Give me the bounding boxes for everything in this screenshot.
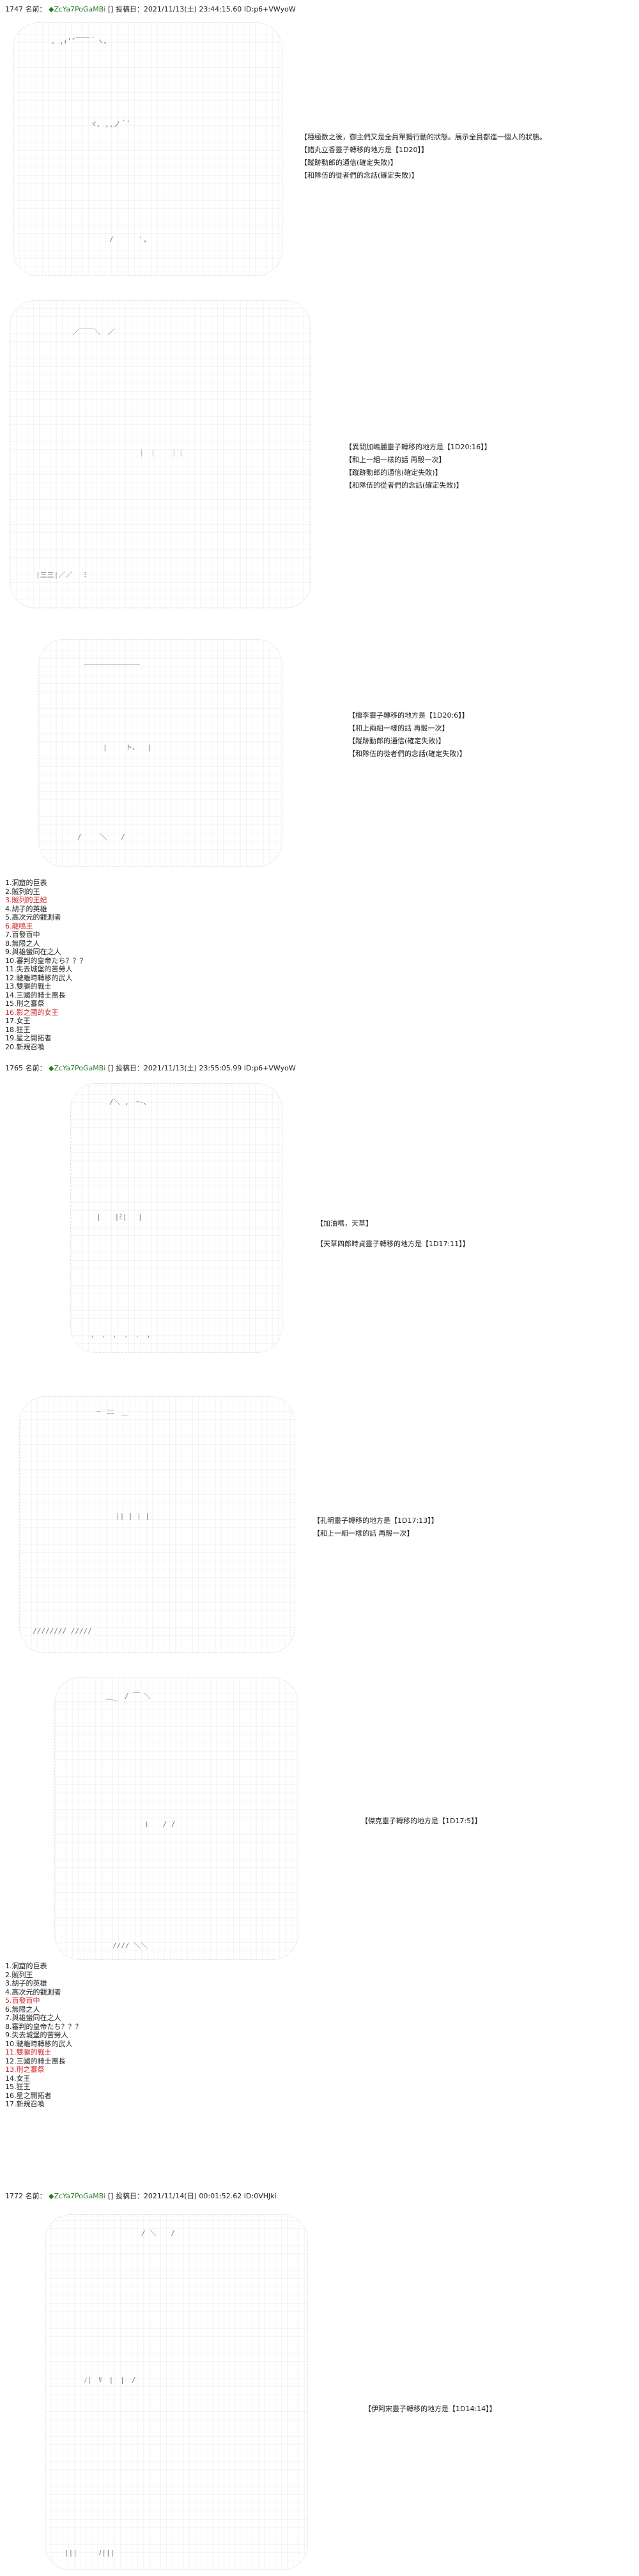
list-item: 17.新規召喚 bbox=[5, 2100, 45, 2108]
list-item: 5.高次元的觀測者 bbox=[5, 913, 61, 922]
list-item: 4.高次元的觀測者 bbox=[5, 1987, 61, 1996]
post-header: 1772 名前： ◆ZcYa7PoGaMBi [] 投稿日：2021/11/14… bbox=[5, 2191, 277, 2201]
list-item: 2.賊列王 bbox=[5, 1970, 33, 1979]
post-number: 1747 bbox=[5, 5, 23, 13]
tripcode: ◆ZcYa7PoGaMBi bbox=[49, 1064, 106, 1072]
note-line: 【錯丸立香靈子轉移的地方是【1D20】】 bbox=[300, 146, 428, 154]
post-header: 1765 名前： ◆ZcYa7PoGaMBi [] 投稿日：2021/11/13… bbox=[5, 1063, 296, 1073]
list-item: 12.駛離時轉移的武人 bbox=[5, 973, 73, 982]
list-item: 4.胡子的英雄 bbox=[5, 904, 47, 913]
note-line: 【和上一組一樣的話 再骰一次】 bbox=[345, 456, 446, 464]
list-item: 11.雙腿的戰士 bbox=[5, 2048, 52, 2056]
list-item: 17.女王 bbox=[5, 1017, 31, 1025]
ascii-art-figure: ＿_ / ￣ ＼ ) / / //// ＼＼ bbox=[54, 1677, 298, 1960]
note-line: 【異間加嶋麗靈子轉移的地方是【1D20:16】】 bbox=[345, 443, 491, 451]
list-item: 15.刑之審祭 bbox=[5, 999, 45, 1008]
list-item: 5.百發百中 bbox=[5, 1996, 40, 2005]
list-item: 18.狂王 bbox=[5, 1025, 31, 1034]
note-line: 【和隊伍的從者們的念話(確定失敗)】 bbox=[300, 171, 419, 180]
note-line: 【天草四郎時貞靈子轉移的地方是【1D17:11】】 bbox=[316, 1240, 470, 1248]
list-item: 19.星之開拓者 bbox=[5, 1034, 52, 1042]
list-item: 20.新規召喚 bbox=[5, 1042, 45, 1051]
list-item: 10.駛離時轉移的武人 bbox=[5, 2039, 73, 2048]
note-block: 【加油嗎，天草】 【天草四郎時貞靈子轉移的地方是【1D17:11】】 bbox=[316, 1217, 470, 1251]
list-item: 8.審判的皇帝たち？？？ bbox=[5, 2022, 82, 2031]
note-line: 【蹤跡動郎的通信(確定失敗)】 bbox=[300, 158, 397, 167]
list-item: 16.星之開拓者 bbox=[5, 2091, 52, 2100]
list-item: 9.失去城堡的苦勞人 bbox=[5, 2031, 68, 2039]
note-line: 【種極数之後，御主們又是全員單獨行動的狀態。展示全員都進一個人的狀態。 bbox=[300, 133, 546, 141]
note-line: 【蹤跡動郎的通信(確定失敗)】 bbox=[345, 468, 442, 477]
ascii-art-figure: ／￣￣＼ ／ ｜ ｜ ｜｜ |三三|／／ ﾐ bbox=[10, 300, 311, 608]
note-line: 【加油嗎，天草】 bbox=[316, 1219, 373, 1228]
ascii-art-figure: / ＼ / ﾉ| ﾘ | | / ||| ﾉ||| bbox=[45, 2214, 308, 2570]
post-date: [] 投稿日：2021/11/13(土) 23:44:15.60 ID:p6+V… bbox=[107, 5, 296, 13]
note-line: 【蹤跡動郎的通信(確定失敗)】 bbox=[348, 737, 445, 745]
note-line: 【和上兩組一樣的話 再骰一次】 bbox=[348, 724, 449, 732]
list-item: 16.影之國的女王 bbox=[5, 1008, 59, 1017]
destination-list: 1.洞窟的巨表 2.賊列的王 3.賊列的王妃 4.胡子的英雄 5.高次元的觀測者… bbox=[5, 879, 87, 1051]
ascii-art-figure: ＿＿＿＿＿＿＿＿ | ト､ | / ＼ / bbox=[38, 639, 282, 867]
list-item: 2.賊列的王 bbox=[5, 887, 40, 896]
post-date: [] 投稿日：2021/11/13(土) 23:55:05.99 ID:p6+V… bbox=[107, 1064, 296, 1072]
list-item: 7.百發百中 bbox=[5, 930, 40, 939]
list-item: 11.失去城堡的苦勞人 bbox=[5, 965, 73, 973]
list-item: 6.龍鳴王 bbox=[5, 922, 33, 930]
list-item: 9.與雄蠻同在之人 bbox=[5, 948, 61, 956]
post-number: 1772 bbox=[5, 2192, 23, 2200]
list-item: 10.審判的皇帝たち？？？ bbox=[5, 956, 87, 965]
ascii-art-figure: /＼ , ｰ-､ | |ﾐ| | ' ' ' ' ' ' bbox=[70, 1083, 282, 1353]
note-block: 【檀李靈子轉移的地方是【1D20:6】】 【和上兩組一樣的話 再骰一次】 【蹤跡… bbox=[348, 709, 469, 760]
list-item: 14.三國的騎士團長 bbox=[5, 991, 66, 999]
note-line: 【孔明靈子轉移的地方是【1D17:13】】 bbox=[313, 1516, 438, 1525]
note-line: 【傑克靈子轉移的地方是【1D17:5】】 bbox=[361, 1817, 482, 1825]
note-block: 【傑克靈子轉移的地方是【1D17:5】】 bbox=[361, 1815, 482, 1828]
list-item: 3.賊列的王妃 bbox=[5, 896, 47, 904]
note-block: 【異間加嶋麗靈子轉移的地方是【1D20:16】】 【和上一組一樣的話 再骰一次】… bbox=[345, 441, 491, 492]
name-label: 名前： bbox=[25, 1064, 47, 1072]
list-item: 7.與雄蠻同在之人 bbox=[5, 2014, 61, 2022]
list-item: 6.無限之人 bbox=[5, 2005, 40, 2014]
ascii-art-figure: ｰ ﾆﾆ ＿ || | | | //////// ///// bbox=[19, 1396, 295, 1653]
list-item: 3.胡子的英雄 bbox=[5, 1979, 47, 1987]
list-item: 15.狂王 bbox=[5, 2083, 31, 2091]
tripcode: ◆ZcYa7PoGaMBi bbox=[49, 2192, 106, 2200]
note-line: 【和隊伍的從者們的念話(確定失敗)】 bbox=[348, 750, 466, 758]
list-item: 1.洞窟的巨表 bbox=[5, 1962, 47, 1970]
tripcode: ◆ZcYa7PoGaMBi bbox=[49, 5, 106, 13]
post-header: 1747 名前： ◆ZcYa7PoGaMBi [] 投稿日：2021/11/13… bbox=[5, 4, 296, 14]
list-item: 8.無限之人 bbox=[5, 939, 40, 948]
note-line: 【和隊伍的從者們的念話(確定失敗)】 bbox=[345, 481, 463, 490]
note-line: 【伊阿宋靈子轉移的地方是【1D14:14】】 bbox=[364, 2405, 497, 2413]
note-block: 【種極数之後，御主們又是全員單獨行動的狀態。展示全員都進一個人的狀態。 【錯丸立… bbox=[300, 131, 546, 182]
post-date: [] 投稿日：2021/11/14(日) 00:01:52.62 ID:0VHJ… bbox=[107, 2192, 277, 2200]
note-block: 【伊阿宋靈子轉移的地方是【1D14:14】】 bbox=[364, 2403, 497, 2416]
list-item: 1.洞窟的巨表 bbox=[5, 879, 47, 887]
post-number: 1765 bbox=[5, 1064, 23, 1072]
list-item: 12.三國的騎士團長 bbox=[5, 2056, 66, 2065]
ascii-art-figure: ､ ,ｨ'″￣￣｀ヽ､ ヾ､ ,,ノ｀ﾞ / ', bbox=[13, 22, 282, 276]
note-block: 【孔明靈子轉移的地方是【1D17:13】】 【和上一組一樣的話 再骰一次】 bbox=[313, 1515, 438, 1540]
list-item: 14.女王 bbox=[5, 2074, 31, 2083]
note-line: 【檀李靈子轉移的地方是【1D20:6】】 bbox=[348, 711, 469, 720]
name-label: 名前： bbox=[25, 2192, 47, 2200]
destination-list: 1.洞窟的巨表 2.賊列王 3.胡子的英雄 4.高次元的觀測者 5.百發百中 6… bbox=[5, 1962, 82, 2109]
list-item: 13.刑之審祭 bbox=[5, 2065, 45, 2074]
list-item: 13.雙腿的戰士 bbox=[5, 982, 52, 991]
name-label: 名前： bbox=[25, 5, 47, 13]
note-line: 【和上一組一樣的話 再骰一次】 bbox=[313, 1529, 414, 1538]
